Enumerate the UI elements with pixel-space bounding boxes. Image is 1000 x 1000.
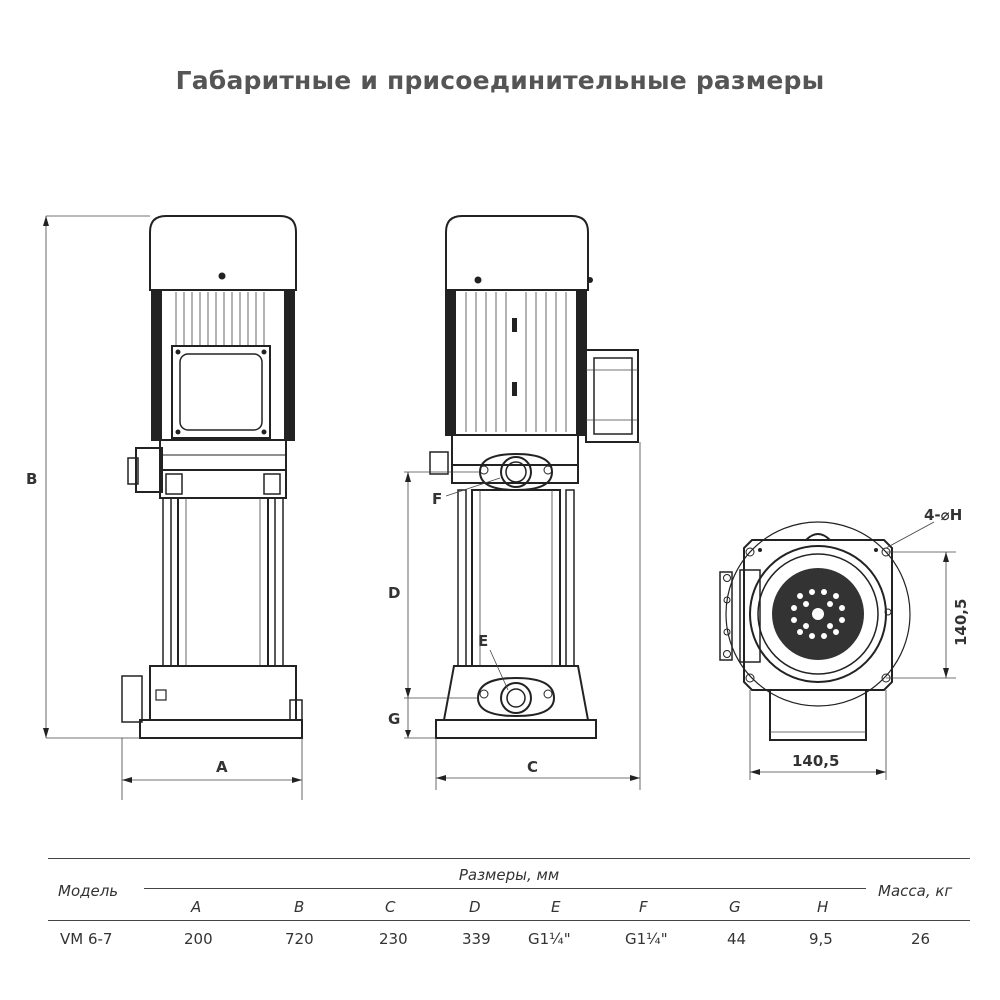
dim-label-e: E [478,632,488,650]
table-body-rule [48,920,970,921]
dim-label-g: G [388,710,400,728]
row-value-e: G1¼" [528,930,571,948]
dim-label-b: B [26,470,37,488]
dim-label-d: D [388,584,400,602]
row-value-h: 9,5 [809,930,833,948]
page-title: Габаритные и присоединительные размеры [175,66,825,95]
base-plan-view [719,521,956,780]
table-top-rule [48,858,970,859]
col-header-d: D [469,898,481,916]
spec-table: Модель Размеры, мм Масса, кг A B C D E F… [48,858,970,968]
pump-dimension-drawing: B A D G C F E 4-⌀H 140,5 140,5 [26,215,970,800]
row-value-b: 720 [285,930,314,948]
table-header-rule [144,888,866,889]
col-header-a: A [191,898,202,916]
side-view [404,215,641,790]
col-header-b: B [294,898,305,916]
dim-label-hole: 4-⌀H [924,506,962,524]
front-view [43,215,303,800]
table-header-dims: Размеры, мм [458,866,560,884]
row-value-c: 230 [379,930,408,948]
row-value-f: G1¼" [625,930,668,948]
col-header-f: F [639,898,648,916]
row-value-a: 200 [184,930,213,948]
row-mass: 26 [911,930,931,948]
dim-label-a: A [216,758,228,776]
dim-label-base-width: 140,5 [792,752,839,770]
table-header-model: Модель [58,882,119,900]
col-header-e: E [551,898,561,916]
row-model: VM 6-7 [60,930,113,948]
table-header-mass: Масса, кг [878,882,953,900]
col-header-c: C [385,898,396,916]
row-value-d: 339 [462,930,491,948]
dim-label-c: C [527,758,538,776]
dim-label-base-height: 140,5 [952,599,970,646]
col-header-g: G [729,898,741,916]
dim-label-f: F [432,490,442,508]
col-header-h: H [817,898,829,916]
row-value-g: 44 [727,930,747,948]
